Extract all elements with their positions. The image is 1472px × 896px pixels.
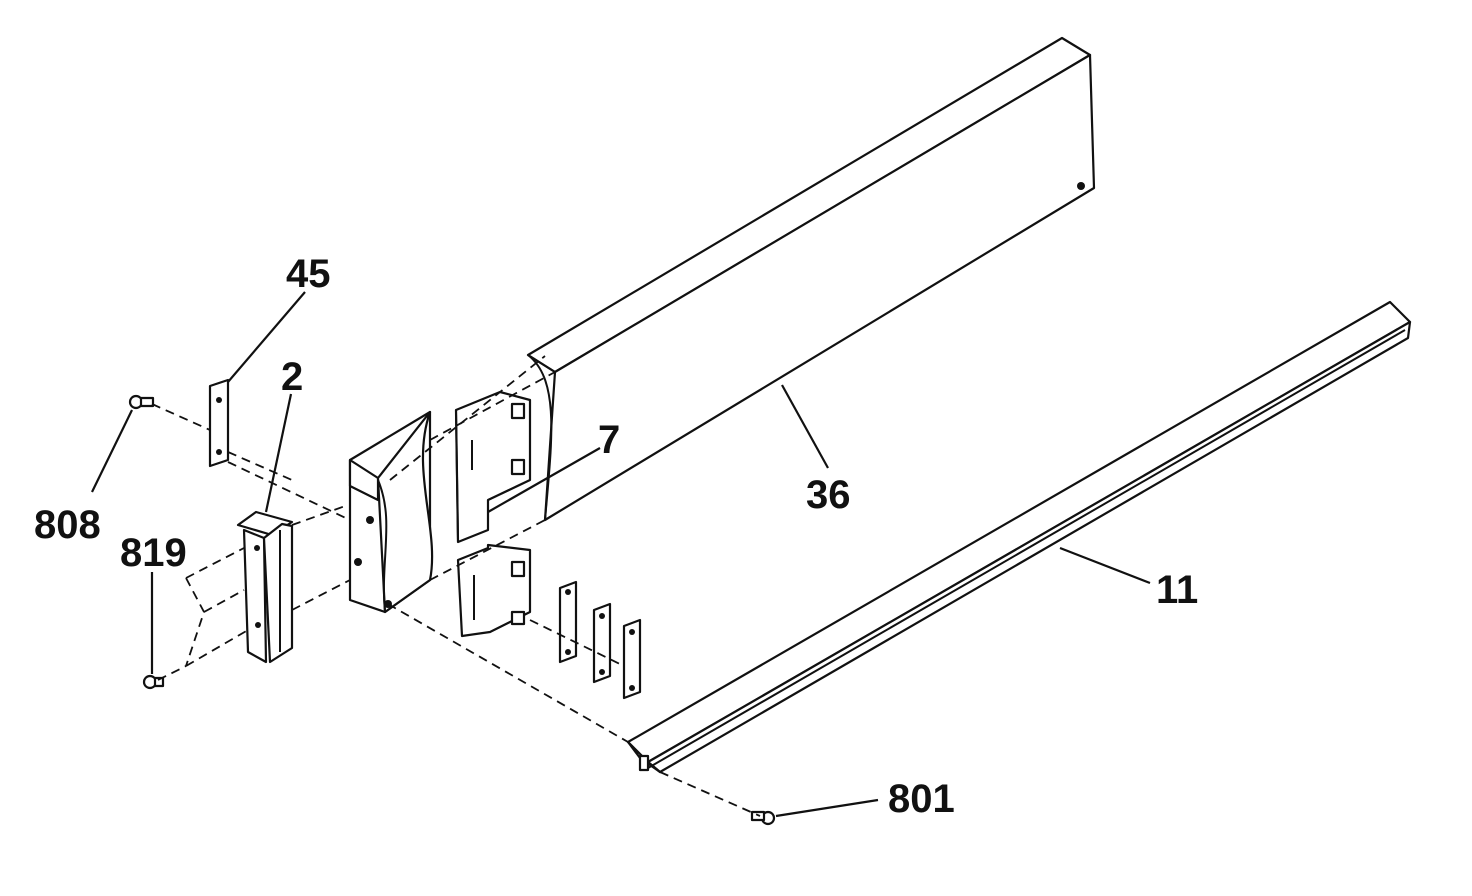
callout-45: 45 xyxy=(286,252,331,296)
callout-801: 801 xyxy=(888,777,955,821)
callout-7: 7 xyxy=(598,418,620,462)
callout-819: 819 xyxy=(120,531,187,575)
rail-11 xyxy=(626,300,1412,774)
screw-801 xyxy=(750,810,776,826)
plate-45 xyxy=(208,378,230,468)
screw-819 xyxy=(142,674,165,690)
callout-11: 11 xyxy=(1156,568,1198,612)
screw-808 xyxy=(128,394,155,410)
callout-labels: 45 2 7 36 808 819 11 801 xyxy=(34,252,1198,821)
small-plates xyxy=(558,580,642,700)
callout-2: 2 xyxy=(281,355,303,399)
leader-lines xyxy=(91,291,1151,818)
callout-36: 36 xyxy=(806,473,851,517)
callout-808: 808 xyxy=(34,503,101,547)
bracket-7 xyxy=(454,390,532,638)
end-cap xyxy=(348,410,434,614)
assembly-lines xyxy=(151,355,761,817)
channel-2 xyxy=(236,510,294,664)
rail-36 xyxy=(526,36,1096,522)
